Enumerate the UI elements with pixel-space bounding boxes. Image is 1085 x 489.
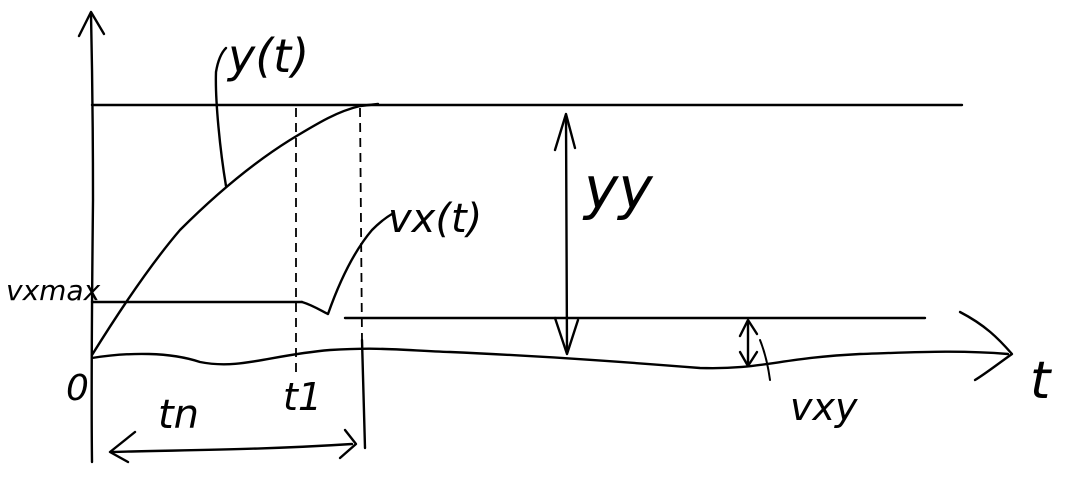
label-y-y: yy — [582, 154, 653, 222]
vxy-arrow-bottom — [738, 350, 759, 368]
time-axis — [90, 347, 1010, 370]
label-origin: 0 — [66, 368, 89, 409]
tn-dashed-line — [359, 107, 363, 341]
label-v-xy: vxy — [790, 385, 858, 429]
vertical-axis-arrowhead — [77, 10, 106, 38]
label-t-axis: t — [1030, 351, 1052, 411]
yy-arrow-bottom — [553, 316, 580, 356]
tn-arrow-left — [108, 430, 137, 464]
vx-of-t-curve — [300, 212, 394, 316]
label-vx-max: vxmax — [6, 274, 101, 307]
time-axis-arrowhead — [958, 310, 1014, 382]
y-of-t-curve — [90, 102, 380, 357]
label-t-1: t1 — [283, 375, 322, 419]
label-y-of-t: y(t) — [226, 29, 309, 83]
tn-dimension-line — [110, 442, 354, 454]
vertical-axis — [89, 12, 95, 464]
yy-dimension-line — [564, 114, 569, 354]
tn-boundary-line — [360, 338, 367, 450]
tn-arrow-right — [338, 428, 358, 460]
vxy-arrow-top — [738, 318, 759, 338]
yy-arrow-top — [553, 112, 577, 152]
y-of-t-leader — [214, 46, 228, 188]
label-vx-of-t: vx(t) — [388, 196, 482, 242]
vxy-leader — [759, 339, 771, 381]
label-t-n: tn — [158, 392, 199, 438]
